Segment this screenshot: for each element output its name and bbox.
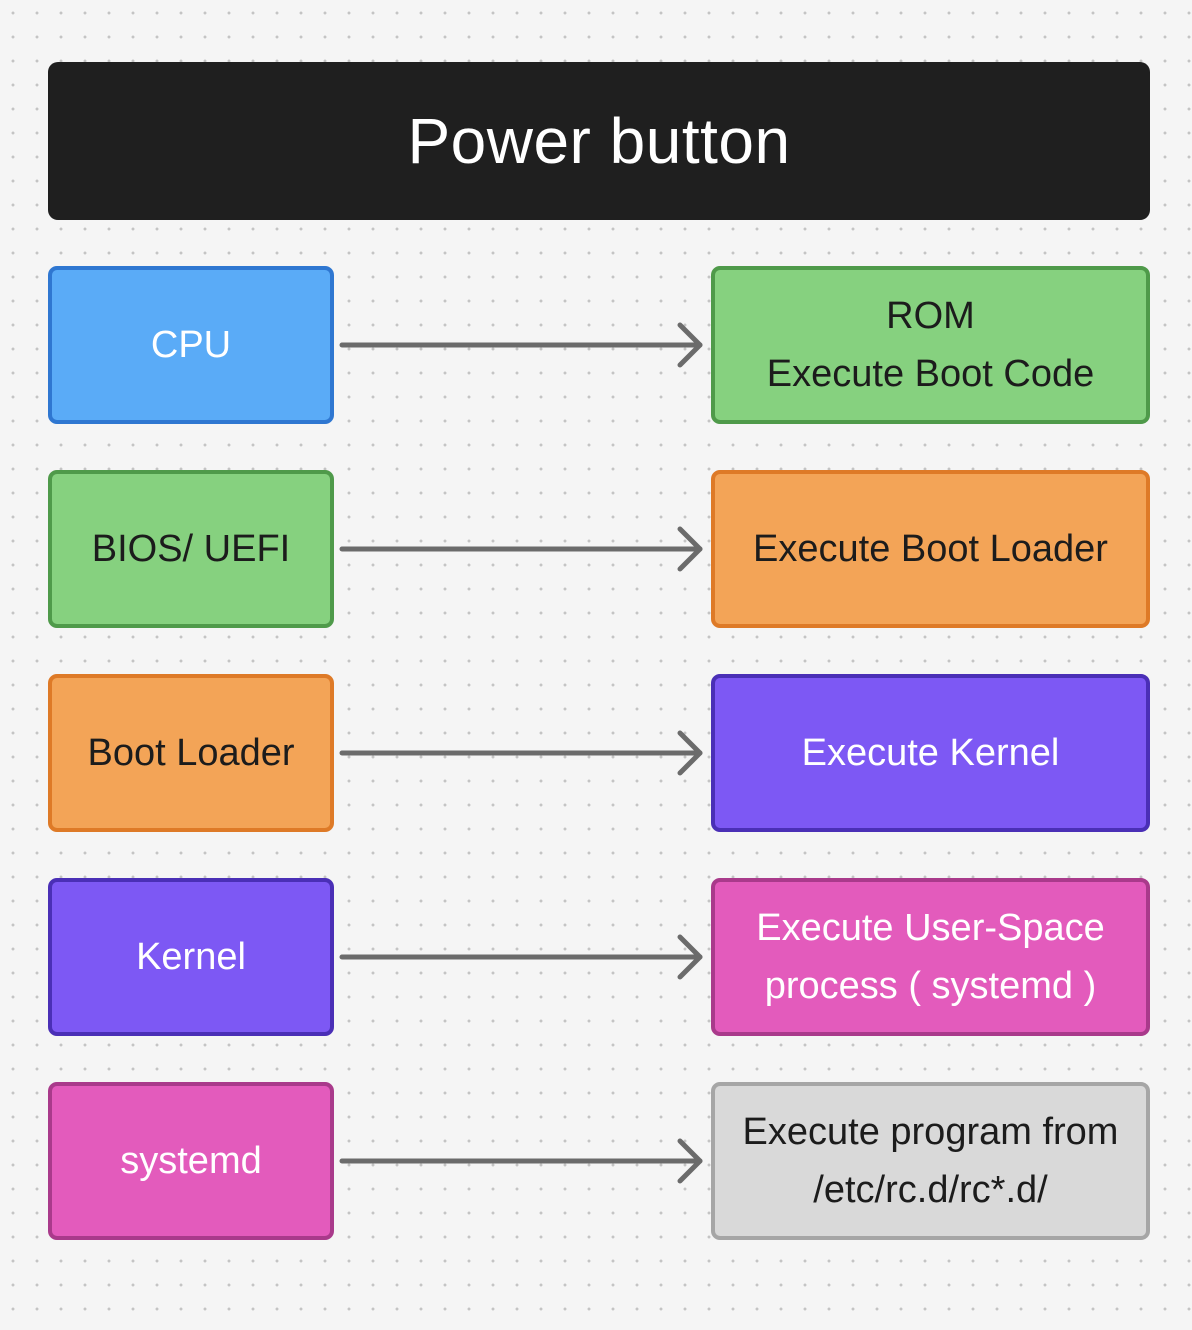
component-label: Kernel <box>136 936 246 978</box>
action-node: Execute User-Space process ( systemd ) <box>711 878 1150 1036</box>
flow-arrow-icon <box>339 730 703 776</box>
boot-step-row: Boot Loader Execute Kernel <box>48 674 1150 832</box>
component-label: BIOS/ UEFI <box>91 528 291 570</box>
component-node: Boot Loader <box>48 674 334 832</box>
boot-step-row: CPU ROM Execute Boot Code <box>48 266 1150 424</box>
action-node: Execute program from/etc/rc.d/rc*.d/ <box>711 1082 1150 1240</box>
arrow-head <box>677 934 703 980</box>
action-label-line: /etc/rc.d/rc*.d/ <box>813 1169 1048 1211</box>
action-label-line: process ( systemd ) <box>764 965 1097 1007</box>
power-button-label: Power button <box>407 105 791 177</box>
arrow-head <box>677 322 703 368</box>
action-label-line: Execute program from <box>742 1111 1119 1153</box>
action-label-line: Execute Boot Code <box>766 353 1095 395</box>
action-node: Execute Kernel <box>711 674 1150 832</box>
action-label-line: Execute Boot Loader <box>753 528 1108 570</box>
component-node: systemd <box>48 1082 334 1240</box>
arrow-head <box>677 1138 703 1184</box>
arrow-head <box>677 730 703 776</box>
action-node: ROM Execute Boot Code <box>711 266 1150 424</box>
component-label: systemd <box>120 1140 262 1182</box>
flow-arrow-icon <box>339 1138 703 1184</box>
flow-arrow-icon <box>339 526 703 572</box>
component-node: CPU <box>48 266 334 424</box>
action-label-line: ROM <box>886 295 975 337</box>
boot-step-row: BIOS/ UEFI Execute Boot Loader <box>48 470 1150 628</box>
component-label: Boot Loader <box>87 732 295 774</box>
component-node: BIOS/ UEFI <box>48 470 334 628</box>
action-label-line: Execute Kernel <box>801 732 1060 774</box>
action-node: Execute Boot Loader <box>711 470 1150 628</box>
flow-arrow-icon <box>339 322 703 368</box>
component-node: Kernel <box>48 878 334 1036</box>
flow-arrow-icon <box>339 934 703 980</box>
arrow-head <box>677 526 703 572</box>
power-button-node: Power button <box>48 62 1150 220</box>
boot-step-row: Kernel Execute User-Space process ( system… <box>48 878 1150 1036</box>
component-label: CPU <box>150 324 232 366</box>
boot-step-row: systemd Execute program from/etc/rc.d/rc*… <box>48 1082 1150 1240</box>
action-label-line: Execute User-Space <box>756 907 1105 949</box>
